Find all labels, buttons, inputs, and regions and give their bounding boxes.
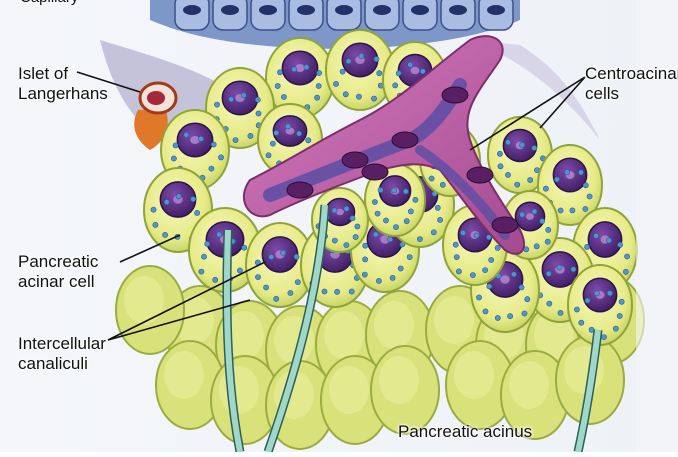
centroacinar-nucleus <box>392 132 418 148</box>
endothelial-cell <box>479 0 513 30</box>
centroacinar-nucleus <box>362 164 388 180</box>
endothelial-cell <box>441 0 475 30</box>
endothelial-cell <box>327 0 361 30</box>
endothelial-cell <box>175 0 209 30</box>
endothelial-cell <box>251 0 285 30</box>
endothelial-cell <box>365 0 399 30</box>
endothelial-cell <box>403 0 437 30</box>
label-capillary: Capillary <box>20 0 78 8</box>
label-pancreatic-acinar-cell: Pancreatic acinar cell <box>18 252 98 292</box>
label-centroacinar-cells: Centroacinar cells <box>585 64 678 104</box>
lower-acinar-cell <box>371 346 439 434</box>
centroacinar-nucleus <box>287 182 313 198</box>
centroacinar-nucleus <box>492 217 518 233</box>
label-islet-of-langerhans: Islet of Langerhans <box>18 64 108 104</box>
centroacinar-nucleus <box>342 152 368 168</box>
label-pancreatic-acinus: Pancreatic acinus <box>398 422 532 442</box>
centroacinar-nucleus <box>467 167 493 183</box>
endothelial-cell <box>213 0 247 30</box>
lower-acinar-cell <box>116 266 184 354</box>
centroacinar-nucleus <box>442 87 468 103</box>
label-intercellular-canaliculi: Intercellular canaliculi <box>18 334 106 374</box>
endothelial-cell <box>289 0 323 30</box>
